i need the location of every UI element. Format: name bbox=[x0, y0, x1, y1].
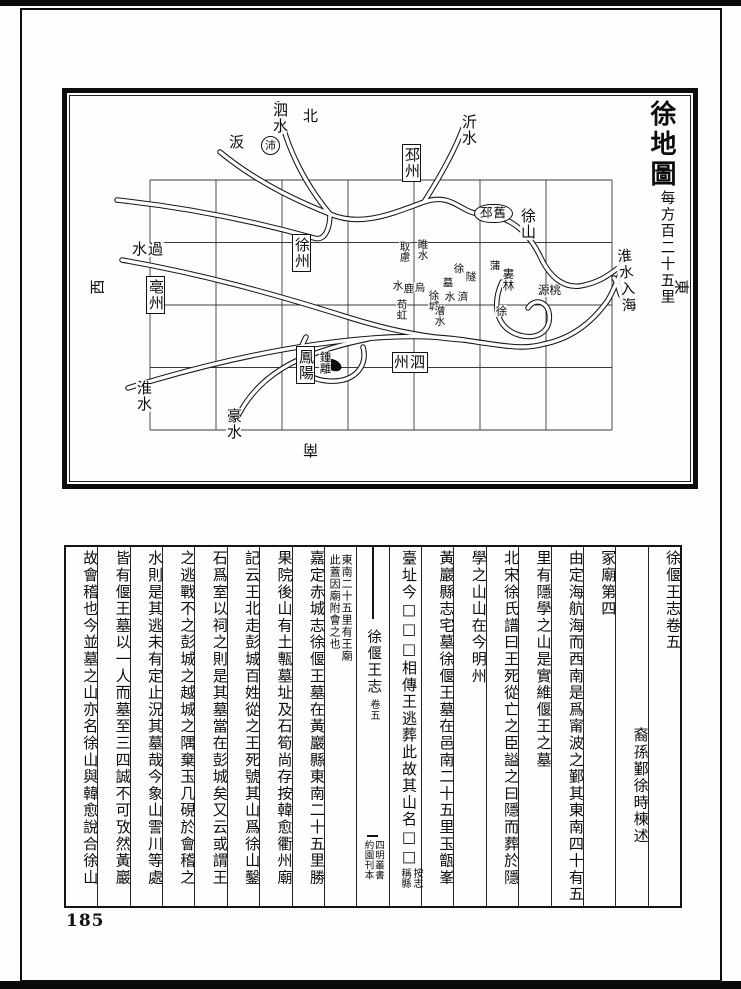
fold-title: 徐偃王志 bbox=[365, 629, 382, 695]
text-column-section: 冢廟第四 bbox=[584, 547, 617, 906]
map-small-label: 墓 bbox=[441, 277, 454, 288]
scan-edge-bottom bbox=[0, 981, 741, 989]
text-column-author: 裔孫鄞徐時棟述 bbox=[616, 547, 650, 906]
map-small-label: 烏 bbox=[413, 282, 426, 293]
text-column-note2: 東南二十五里有王廟此蓋因廟附會之也 bbox=[325, 547, 358, 906]
fold-imprint: 四明叢書約園刊本 bbox=[362, 840, 384, 880]
map-title: 徐地圖 bbox=[646, 100, 676, 190]
note-subcolumn: 東南二十五里有王廟 bbox=[340, 554, 354, 662]
place-sizhou: 泗州 bbox=[392, 352, 429, 373]
river-guo-label: 過水 bbox=[132, 240, 165, 258]
xu-region-map-plate: 徐地圖每方百二十五里淮水入海東北南西泗水汳沛沂水邳州舊邳徐山徐州過水亳州淮水豪水… bbox=[62, 88, 698, 489]
note-subcolumn: 稱縣 bbox=[399, 868, 410, 889]
text-column-body: 皆有偃王墓以一人而墓至三四誠不可攷然黃巖 bbox=[98, 547, 132, 906]
map-small-label: 苟虹 bbox=[395, 299, 408, 320]
fold-chapter: 卷五 bbox=[367, 699, 379, 721]
place-loulin: 婁林 bbox=[501, 268, 516, 291]
map-small-label: 取慮 bbox=[398, 241, 411, 262]
edition-name: 約園刊本 bbox=[362, 840, 374, 880]
text-column-body: 石爲室以祠之則是其墓當在彭城矣又云或謂王 bbox=[195, 547, 229, 906]
place-xu: 徐 bbox=[494, 305, 509, 317]
text-page-block: 徐偃王志卷五裔孫鄞徐時棟述冢廟第四由定海航海而西南是爲甯波之鄞其東南四十有五里有… bbox=[64, 545, 682, 908]
place-pei: 沛 bbox=[261, 136, 280, 155]
map-small-label: 徐 bbox=[452, 263, 465, 274]
map-small-label: 潧水 bbox=[433, 305, 446, 326]
fold-rule bbox=[372, 547, 374, 619]
place-xuzhou: 徐州 bbox=[292, 234, 311, 272]
text-column-body: 之逃戰不之彭城之越城之隅棄玉几硯於會稽之 bbox=[163, 547, 196, 906]
map-small-label: 蒲 bbox=[488, 260, 501, 271]
river-outlines bbox=[114, 101, 627, 423]
place-taoyuan: 桃源 bbox=[538, 283, 561, 297]
text-column-body: 嘉定赤城志徐偃王墓在黃巖縣東南二十五里勝 bbox=[293, 547, 326, 906]
text-column-body: 故會稽也今並墓之山亦名徐山與韓愈說合徐山 bbox=[66, 547, 99, 906]
text-column-body: 學之山山在今明州 bbox=[454, 547, 488, 906]
note-subcolumn: 此蓋因廟附會之也 bbox=[328, 554, 342, 650]
text-column-body: 記云王北走彭城百姓從之王死號其山爲徐山鑿 bbox=[228, 547, 261, 906]
compass-west: 西 bbox=[89, 278, 106, 297]
place-bozhou: 亳州 bbox=[146, 276, 165, 314]
river-bian-label: 汳 bbox=[227, 134, 245, 150]
river-huai-label: 淮水 bbox=[135, 380, 153, 412]
river-si-label: 泗水 bbox=[271, 102, 289, 134]
river-hao-label: 豪水 bbox=[225, 408, 243, 440]
place-fengyang: 鳳陽 bbox=[296, 346, 315, 384]
interlinear-note: 東南二十五里有王廟此蓋因廟附會之也 bbox=[328, 550, 354, 906]
river-yi-label: 沂水 bbox=[460, 114, 478, 146]
place-jiupi: 舊邳 bbox=[474, 204, 514, 223]
text-column-body: 果院後山有土甎墓址及石筍尚存按韓愈衢州廟 bbox=[260, 547, 294, 906]
text-column-body: 黃巖縣志宅墓徐偃王墓在邑南二十五里玉甑峯 bbox=[422, 547, 455, 906]
scan-edge-top bbox=[0, 0, 741, 6]
compass-south: 南 bbox=[302, 442, 320, 458]
text-column-title: 徐偃王志卷五 bbox=[664, 550, 682, 651]
fold-tick bbox=[367, 834, 379, 837]
map-scale-note: 每方百二十五里 bbox=[658, 190, 675, 306]
compass-east: 東 bbox=[673, 277, 690, 296]
map-small-label: 隧 bbox=[464, 271, 477, 282]
text-column-fold: 徐偃王志卷五四明叢書約園刊本 bbox=[357, 547, 390, 906]
inline-note: 按志稱縣 bbox=[397, 868, 422, 889]
map-small-label: 睢水 bbox=[416, 239, 429, 260]
place-xushan: 徐山 bbox=[519, 208, 537, 240]
text-column-body: 北宋徐氏譜曰王死從亡之臣謚之曰隱而葬於隱 bbox=[487, 547, 520, 906]
page-number: 185 bbox=[66, 911, 105, 931]
river-cores bbox=[115, 102, 626, 422]
map-small-label: 鹿 bbox=[402, 283, 415, 294]
text-column-body: 里有隱學之山是實維偃王之墓 bbox=[519, 547, 553, 906]
map-small-label: 濟 bbox=[456, 291, 469, 302]
text-column-body: 由定海航海而西南是爲甯波之鄞其東南四十有五 bbox=[552, 547, 585, 906]
series-name: 四明叢書 bbox=[372, 840, 384, 880]
text-column-body: 臺址今□□□相傳王逃葬此故其山名□□按志稱縣 bbox=[390, 547, 422, 906]
note-subcolumn: 按志 bbox=[411, 868, 422, 889]
text-column-body: 水則是其逃未有定止況其墓哉今象山霅川等處 bbox=[131, 547, 164, 906]
map-small-label: 水 bbox=[391, 280, 404, 291]
compass-north: 北 bbox=[301, 108, 319, 124]
place-zhongli: 鍾離 bbox=[318, 351, 333, 374]
place-pizhou: 邳州 bbox=[402, 144, 421, 182]
map-small-label: 水 bbox=[443, 291, 456, 302]
